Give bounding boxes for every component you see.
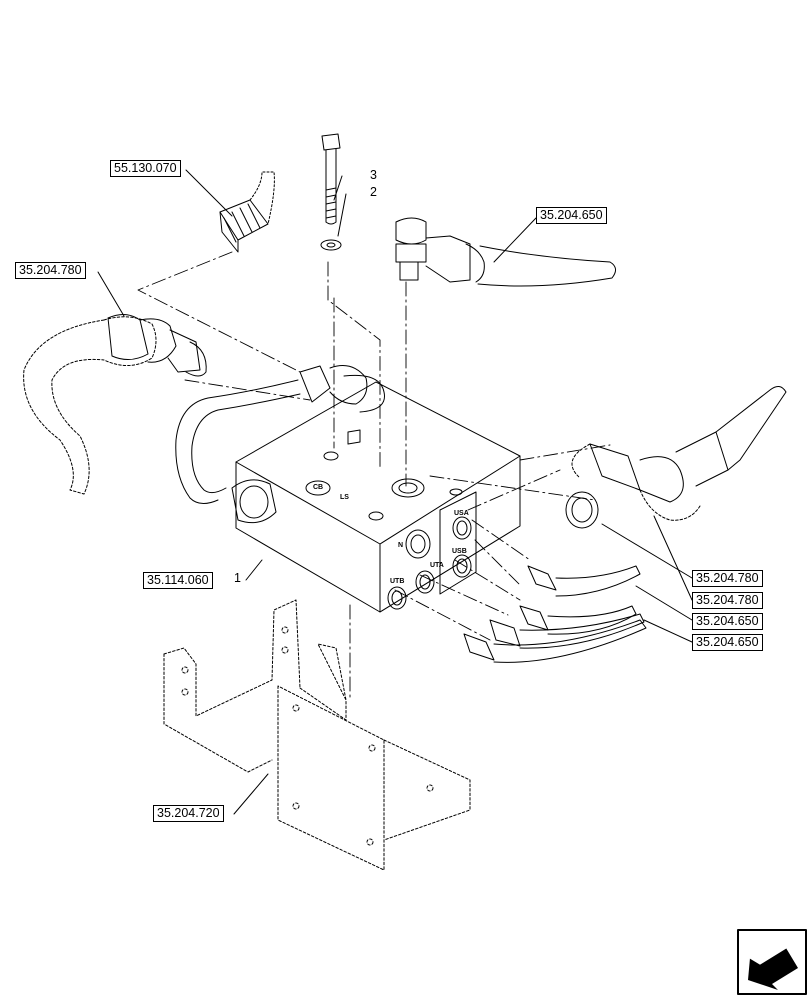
alignment-lines <box>137 251 611 701</box>
left-hose-assembly <box>23 316 157 495</box>
ref-label-55-130-070[interactable]: 55.130.070 <box>110 160 181 177</box>
ref-label-35-114-060[interactable]: 35.114.060 <box>143 572 213 589</box>
left-elbow-fitting <box>107 314 207 377</box>
valve-block <box>231 381 521 613</box>
bolt <box>321 133 341 225</box>
item-number-2: 2 <box>370 185 377 199</box>
ref-label-35-204-780-right-1[interactable]: 35.204.780 <box>692 570 763 587</box>
arrow-icon <box>737 929 807 995</box>
small-hoses <box>463 565 647 663</box>
upper-fitting-hose <box>395 217 616 287</box>
right-upper-hose <box>571 386 787 521</box>
port-stamp-uta: UTA <box>430 562 444 569</box>
item-number-3: 3 <box>370 168 377 182</box>
plug-fitting <box>565 491 599 529</box>
leader-lines <box>97 169 693 815</box>
ref-label-35-204-650-right-2[interactable]: 35.204.650 <box>692 634 763 651</box>
return-hose <box>175 365 385 504</box>
port-stamp-n: N <box>398 542 404 549</box>
ref-label-35-204-650-right-1[interactable]: 35.204.650 <box>692 613 763 630</box>
washer <box>320 239 342 251</box>
port-stamp-cb: CB <box>313 484 324 491</box>
ref-label-35-204-780-left[interactable]: 35.204.780 <box>15 262 86 279</box>
electrical-connector <box>219 171 275 253</box>
mounting-bracket <box>163 599 471 871</box>
port-stamp-utb: UTB <box>390 578 405 585</box>
port-stamp-usb: USB <box>452 548 467 555</box>
ref-label-35-204-780-right-2[interactable]: 35.204.780 <box>692 592 763 609</box>
port-stamp-usa: USA <box>454 510 469 517</box>
item-number-1: 1 <box>234 571 241 585</box>
ref-label-35-204-720[interactable]: 35.204.720 <box>153 805 224 822</box>
ref-label-35-204-650-top[interactable]: 35.204.650 <box>536 207 607 224</box>
port-stamp-ls: LS <box>340 494 349 501</box>
